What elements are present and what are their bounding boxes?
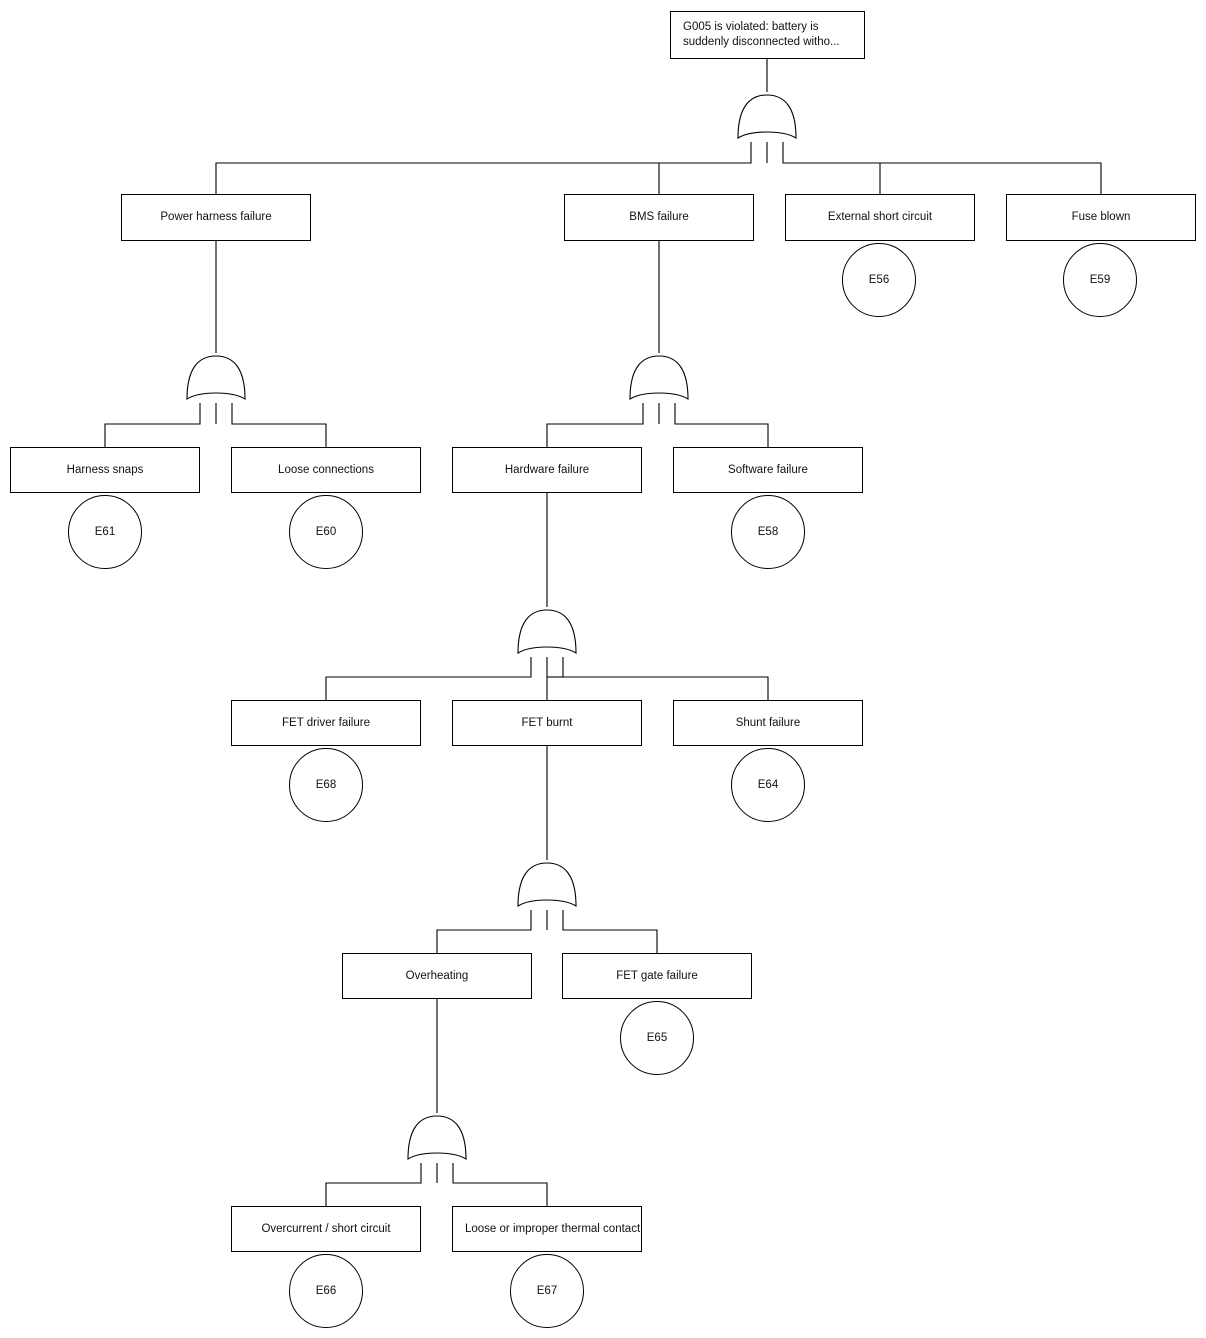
node-hardware-failure[interactable]: Hardware failure <box>452 447 642 493</box>
node-label: FET driver failure <box>282 716 370 729</box>
node-label: Overcurrent / short circuit <box>261 1222 391 1235</box>
node-label: Loose connections <box>278 463 374 476</box>
basic-event-e65[interactable]: E65 <box>620 1001 694 1075</box>
node-loose-connections[interactable]: Loose connections <box>231 447 421 493</box>
or-gate-bms <box>629 355 689 400</box>
basic-event-e58[interactable]: E58 <box>731 495 805 569</box>
node-power-harness-failure[interactable]: Power harness failure <box>121 194 311 241</box>
node-bms-failure[interactable]: BMS failure <box>564 194 754 241</box>
basic-event-e61[interactable]: E61 <box>68 495 142 569</box>
node-label: BMS failure <box>629 211 689 223</box>
node-label: Harness snaps <box>66 463 144 476</box>
node-label: Power harness failure <box>160 211 272 223</box>
event-label: E64 <box>757 779 779 791</box>
or-gate-top <box>737 94 797 139</box>
basic-event-e59[interactable]: E59 <box>1063 243 1137 317</box>
node-fuse-blown[interactable]: Fuse blown <box>1006 194 1196 241</box>
event-label: E60 <box>315 526 337 538</box>
or-gate-fet-burnt <box>517 862 577 907</box>
node-software-failure[interactable]: Software failure <box>673 447 863 493</box>
node-loose-improper-thermal-contact[interactable]: Loose or improper thermal contact <box>452 1206 642 1252</box>
node-label: External short circuit <box>827 211 933 223</box>
node-fet-driver-failure[interactable]: FET driver failure <box>231 700 421 746</box>
basic-event-e60[interactable]: E60 <box>289 495 363 569</box>
node-top-event[interactable]: G005 is violated: battery is suddenly di… <box>670 11 865 59</box>
node-label: Loose or improper thermal contact <box>465 1222 641 1235</box>
node-label: FET burnt <box>521 716 573 729</box>
node-label: Hardware failure <box>504 463 590 476</box>
node-label: FET gate failure <box>616 969 698 982</box>
basic-event-e64[interactable]: E64 <box>731 748 805 822</box>
node-harness-snaps[interactable]: Harness snaps <box>10 447 200 493</box>
event-label: E61 <box>94 526 116 538</box>
or-gate-power-harness <box>186 355 246 400</box>
event-label: E58 <box>757 526 779 538</box>
event-label: E66 <box>315 1285 337 1297</box>
basic-event-e66[interactable]: E66 <box>289 1254 363 1328</box>
event-label: E56 <box>868 274 890 286</box>
node-fet-burnt[interactable]: FET burnt <box>452 700 642 746</box>
basic-event-e56[interactable]: E56 <box>842 243 916 317</box>
node-shunt-failure[interactable]: Shunt failure <box>673 700 863 746</box>
node-external-short-circuit[interactable]: External short circuit <box>785 194 975 241</box>
node-label: G005 is violated: battery is suddenly di… <box>683 21 840 48</box>
node-fet-gate-failure[interactable]: FET gate failure <box>562 953 752 999</box>
basic-event-e67[interactable]: E67 <box>510 1254 584 1328</box>
node-label: Software failure <box>728 463 808 476</box>
or-gate-overheating <box>407 1115 467 1160</box>
basic-event-e68[interactable]: E68 <box>289 748 363 822</box>
or-gate-hardware <box>517 609 577 654</box>
event-label: E67 <box>536 1285 558 1297</box>
node-label: Shunt failure <box>735 716 801 729</box>
node-overcurrent-short-circuit[interactable]: Overcurrent / short circuit <box>231 1206 421 1252</box>
node-label: Fuse blown <box>1071 211 1131 223</box>
event-label: E68 <box>315 779 337 791</box>
node-label: Overheating <box>405 969 469 982</box>
event-label: E59 <box>1089 274 1111 286</box>
event-label: E65 <box>646 1032 668 1044</box>
node-overheating[interactable]: Overheating <box>342 953 532 999</box>
